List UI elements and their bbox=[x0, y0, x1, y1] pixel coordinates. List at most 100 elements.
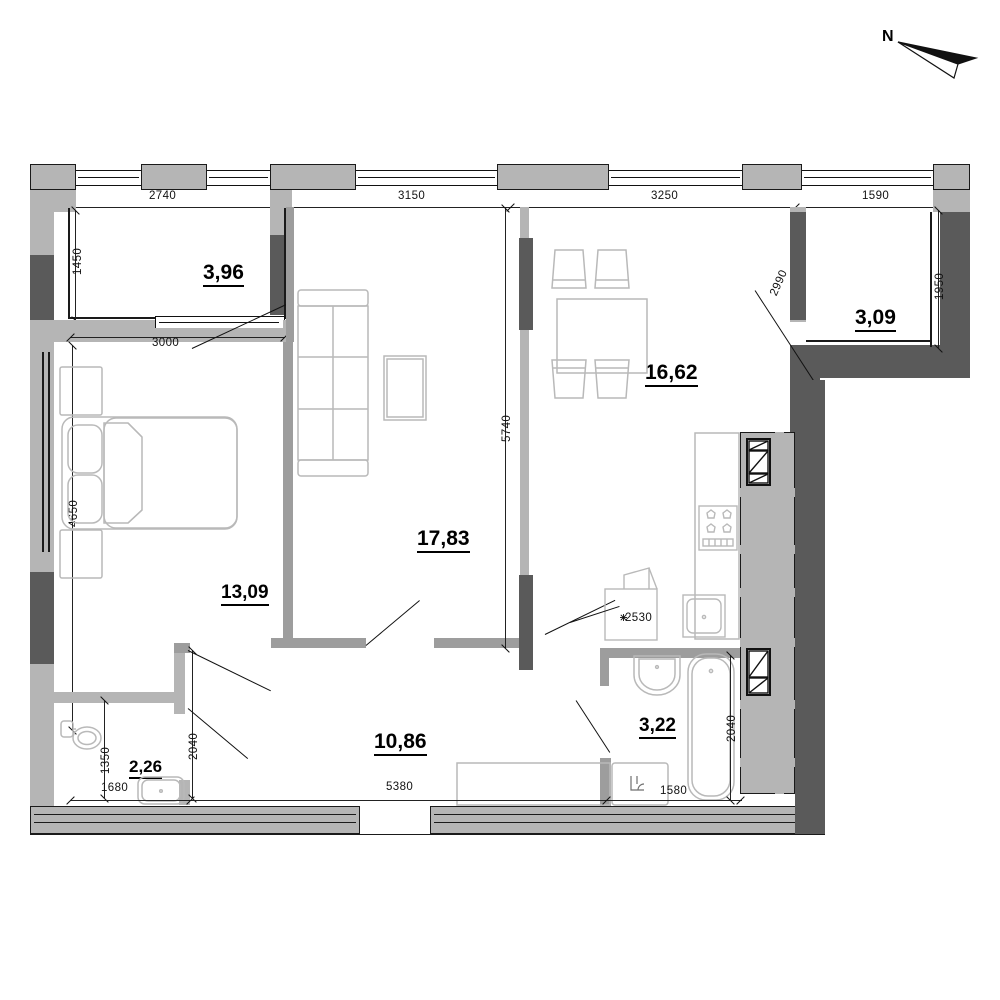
dimension-bath-depth: 2040 bbox=[726, 714, 738, 742]
dimension-line-bedroom-width bbox=[70, 337, 285, 338]
washing-machine-icon bbox=[611, 762, 669, 806]
leader-line-bathroom-door bbox=[575, 700, 611, 753]
dimension-line-bedroom-length bbox=[72, 345, 73, 730]
wardrobe-icon bbox=[456, 762, 611, 806]
kitchen-counter-icon bbox=[694, 432, 740, 640]
dining-table-icon bbox=[556, 298, 648, 374]
sink-icon bbox=[682, 594, 726, 638]
dimension-living-length: 5740 bbox=[501, 414, 513, 442]
exterior-wall-top-segment-5 bbox=[742, 164, 802, 190]
dimension-wc-width: 1680 bbox=[101, 782, 129, 794]
shaft-divider-5 bbox=[740, 700, 795, 709]
wc-wall-north bbox=[54, 692, 174, 703]
exterior-wall-top-segment-3 bbox=[270, 164, 356, 190]
kitchen-wall-east-dark bbox=[790, 212, 806, 320]
balcony-left-wall-west-upper bbox=[30, 212, 54, 255]
shaft-grid-3 bbox=[742, 612, 792, 620]
dimension-kitchen-counter: 2530 bbox=[625, 612, 653, 624]
window-top-5 bbox=[802, 170, 933, 186]
chair-icon bbox=[551, 248, 587, 292]
exterior-wall-bottom-corner bbox=[795, 806, 825, 834]
leader-line-living-door bbox=[365, 600, 420, 646]
dimension-line-wc-door bbox=[192, 650, 193, 798]
area-label-living: 17,83 bbox=[417, 527, 470, 554]
shaft-divider-4 bbox=[740, 638, 795, 647]
dimension-top-3: 3250 bbox=[651, 190, 679, 202]
dimension-wc-door: 2040 bbox=[188, 732, 200, 760]
ventilation-duct-icon bbox=[746, 438, 771, 486]
dimension-bath-width: 1580 bbox=[660, 785, 688, 797]
bathroom-door-jamb bbox=[600, 758, 611, 806]
dimension-line-wc-depth bbox=[104, 700, 105, 798]
washbasin-icon bbox=[633, 655, 681, 697]
wc-wall-east-2 bbox=[174, 700, 185, 714]
wc-wall-east bbox=[174, 646, 185, 703]
area-label-wc: 2,26 bbox=[129, 758, 163, 779]
bedroom-wall-west-dark bbox=[30, 572, 54, 664]
living-kitchen-partition-dark-top bbox=[519, 238, 533, 330]
chair-icon bbox=[594, 356, 630, 400]
balcony-right-wall-south bbox=[818, 345, 970, 378]
kitchen-counter-marker bbox=[620, 608, 627, 621]
dimension-line-balcony-left bbox=[75, 210, 76, 320]
chair-icon bbox=[551, 356, 587, 400]
wc-wall-corner bbox=[174, 643, 190, 653]
dimension-line-living-length bbox=[505, 208, 506, 648]
north-label: N bbox=[882, 28, 894, 45]
dimension-top-1: 2740 bbox=[149, 190, 177, 202]
area-label-bathroom: 3,22 bbox=[639, 716, 676, 739]
living-wall-west bbox=[286, 207, 294, 342]
dimension-line-hallway-width bbox=[70, 800, 742, 801]
living-wall-south-right bbox=[434, 638, 522, 648]
living-kitchen-partition bbox=[520, 207, 529, 652]
exterior-wall-bottom-right-line bbox=[434, 814, 796, 815]
exterior-wall-east bbox=[795, 380, 825, 818]
balcony-left-rail-east bbox=[284, 208, 286, 318]
exterior-wall-bottom-left-line2 bbox=[34, 822, 356, 823]
living-wall-south-left bbox=[283, 638, 366, 648]
exterior-wall-bottom-right-line2 bbox=[434, 822, 796, 823]
area-label-kitchen: 16,62 bbox=[645, 361, 698, 388]
sofa-icon bbox=[297, 289, 369, 477]
dimension-top-4: 1590 bbox=[862, 190, 890, 202]
bedroom-wall-east bbox=[283, 342, 293, 647]
exterior-wall-top-segment-6 bbox=[933, 164, 970, 190]
fridge-icon bbox=[604, 567, 666, 641]
dimension-wc-depth: 1350 bbox=[100, 746, 112, 774]
dimension-hallway-width: 5380 bbox=[386, 781, 414, 793]
bedroom-window-frame-west bbox=[42, 352, 44, 552]
bathroom-wall-north-stub bbox=[600, 648, 609, 686]
dimension-kitchen-to-balcony: 2990 bbox=[768, 268, 791, 298]
north-arrow-icon bbox=[880, 24, 990, 84]
bed-icon bbox=[58, 365, 248, 580]
area-label-bedroom: 13,09 bbox=[221, 583, 269, 606]
exterior-wall-top-segment-1 bbox=[30, 164, 76, 190]
area-label-balcony-left: 3,96 bbox=[203, 261, 244, 288]
shaft-divider-1 bbox=[740, 488, 795, 497]
toilet-icon bbox=[60, 718, 106, 758]
dimension-line-bath-depth bbox=[730, 655, 731, 800]
window-top-1 bbox=[76, 170, 141, 186]
dimension-top-2: 3150 bbox=[398, 190, 426, 202]
balcony-right-rail-south bbox=[806, 340, 932, 342]
window-top-4 bbox=[609, 170, 742, 186]
exterior-wall-bottom-left bbox=[30, 806, 360, 834]
window-top-2 bbox=[207, 170, 270, 186]
area-label-hallway: 10,86 bbox=[374, 730, 427, 757]
stove-icon bbox=[698, 505, 738, 551]
dimension-balcony-left-depth: 1450 bbox=[72, 247, 84, 275]
dimension-balcony-right-depth: 1950 bbox=[934, 272, 946, 300]
chair-icon bbox=[594, 248, 630, 292]
balcony-left-wall-top bbox=[30, 190, 76, 212]
bathroom-wall-north bbox=[600, 648, 740, 658]
plan-baseline bbox=[30, 834, 825, 835]
leader-line-wc-door-1 bbox=[187, 650, 271, 692]
living-kitchen-partition-dark-bottom bbox=[519, 575, 533, 670]
coffee-table-icon bbox=[383, 355, 427, 421]
balcony-left-rail-west bbox=[68, 208, 70, 318]
area-label-balcony-right: 3,09 bbox=[855, 306, 896, 333]
bedroom-window-frame-west-2 bbox=[48, 352, 50, 552]
bedroom-wall-west-lower bbox=[30, 664, 54, 814]
shaft-divider-3 bbox=[740, 588, 795, 597]
